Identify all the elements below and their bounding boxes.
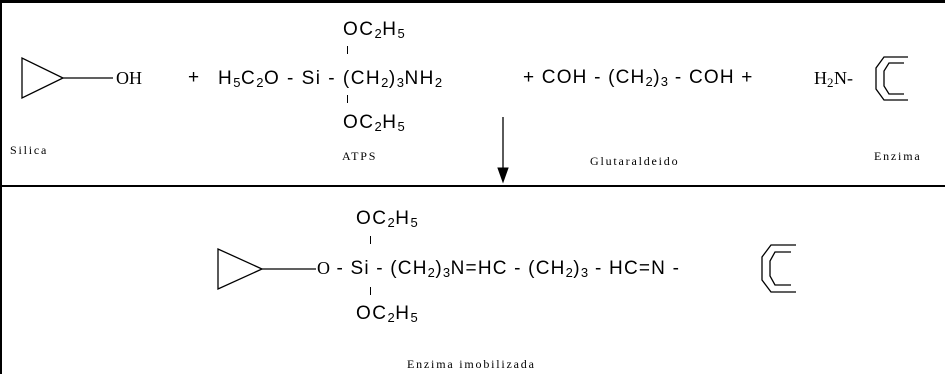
product-top-bond — [370, 236, 371, 244]
frame-left-border — [0, 0, 2, 374]
product-main-line: O - Si - (CH2)3N=HC - (CH2)3 - HC=N - — [317, 258, 681, 280]
enzima-label: Enzima — [874, 149, 922, 163]
glutaraldeido-label: Glutaraldeido — [590, 154, 680, 168]
enzyme-cage-icon — [875, 56, 908, 101]
silica-triangle — [21, 56, 113, 100]
silica-label: Silica — [10, 143, 49, 157]
product-label: Enzima imobilizada — [407, 357, 536, 371]
silica-oh-group: OH — [116, 68, 142, 88]
product-bottom-bond — [370, 287, 371, 295]
atps-top-ethoxy: OC2H5 — [343, 19, 406, 41]
product-enzyme-cage-icon — [761, 244, 796, 293]
product-bottom-ethoxy: OC2H5 — [356, 303, 419, 325]
reaction-arrow — [497, 117, 509, 184]
atps-top-bond — [347, 46, 348, 54]
atps-bottom-bond — [347, 95, 348, 103]
product-top-ethoxy: OC2H5 — [356, 208, 419, 230]
atps-bottom-ethoxy: OC2H5 — [343, 112, 406, 134]
atps-main-line: H5C2O - Si - (CH2)3NH2 — [218, 68, 443, 90]
enzima-amine: H2N- — [814, 68, 853, 90]
product-silica-triangle — [217, 247, 316, 291]
glutaraldeido-formula: + COH - (CH2)3 - COH + — [523, 67, 754, 89]
frame-top-border — [0, 0, 945, 3]
atps-label: ATPS — [342, 149, 378, 163]
plus-sign: + — [188, 67, 201, 88]
section-divider — [0, 185, 945, 187]
